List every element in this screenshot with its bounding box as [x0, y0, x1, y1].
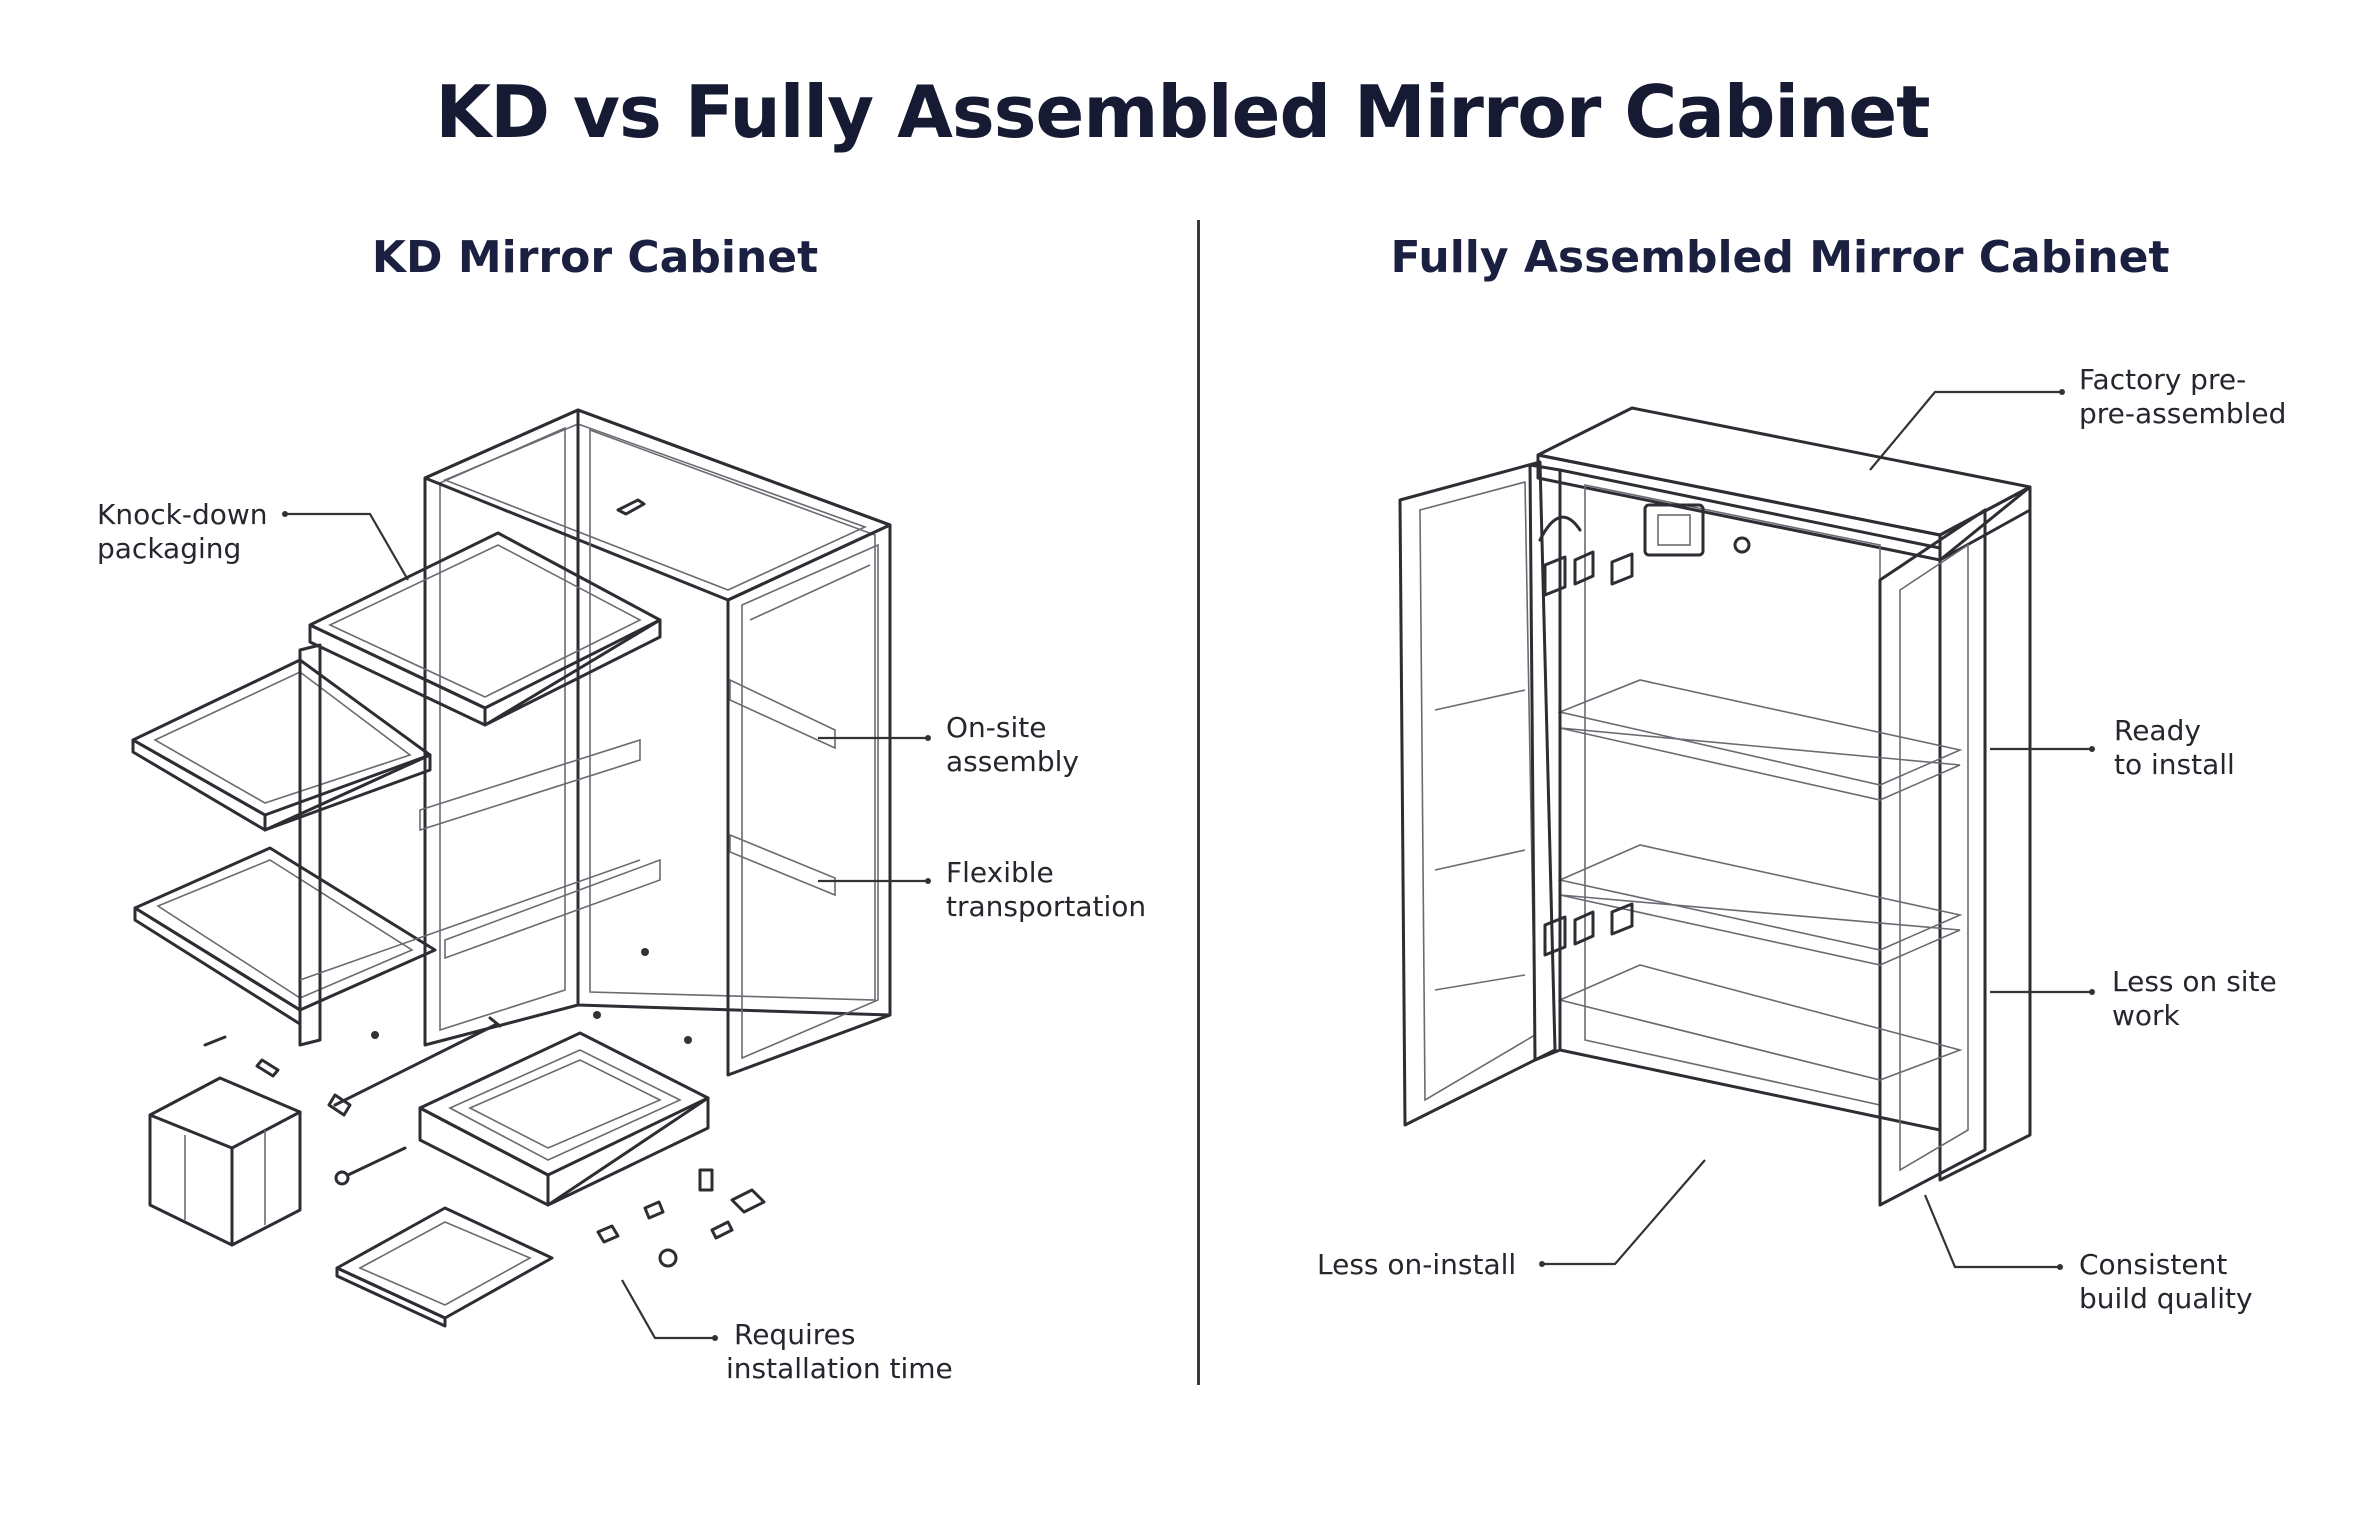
- callout-less-onsite-work: Less on site work: [2112, 965, 2277, 1033]
- callout-flexible-transportation: Flexible transportation: [946, 856, 1146, 924]
- callout-line: Less on-install: [1317, 1248, 1517, 1281]
- callout-line: Consistent: [2079, 1248, 2228, 1281]
- page-title: KD vs Fully Assembled Mirror Cabinet: [435, 70, 1930, 154]
- callout-line: installation time: [726, 1352, 953, 1385]
- callout-line: Knock-down: [97, 498, 268, 531]
- callout-line: build quality: [2079, 1282, 2253, 1315]
- kd-cabinet-heading: KD Mirror Cabinet: [371, 232, 819, 283]
- callout-onsite-assembly: On-site assembly: [946, 711, 1079, 779]
- kd-leader-lines: [282, 511, 931, 1341]
- callout-line: transportation: [946, 890, 1147, 923]
- callout-line: pre-assembled: [2079, 397, 2287, 430]
- callout-knock-down-packaging: Knock-down packaging: [97, 498, 268, 566]
- assembled-leader-lines: [1539, 389, 2095, 1270]
- callout-ready-to-install: Ready to install: [2114, 714, 2235, 782]
- callout-line: Requires: [734, 1318, 856, 1351]
- callout-line: work: [2112, 999, 2180, 1032]
- callout-line: to install: [2114, 748, 2235, 781]
- callout-line: On-site: [946, 711, 1047, 744]
- callout-line: Less on site: [2112, 965, 2277, 998]
- assembled-cabinet-heading: Fully Assembled Mirror Cabinet: [1390, 232, 2170, 283]
- callout-line: Ready: [2114, 714, 2201, 747]
- callout-factory-preassembled: Factory pre- pre-assembled: [2079, 363, 2286, 431]
- center-divider: [1197, 220, 1200, 1385]
- callout-line: packaging: [97, 532, 242, 565]
- assembled-cabinet-drawing: [1398, 406, 2032, 1207]
- callout-line: assembly: [946, 745, 1079, 778]
- callout-requires-installation-time: Requires installation time: [726, 1318, 953, 1386]
- callout-less-on-install: Less on-install: [1317, 1248, 1516, 1282]
- callout-line: Flexible: [946, 856, 1054, 889]
- callout-line: Factory pre-: [2079, 363, 2247, 396]
- callout-consistent-build-quality: Consistent build quality: [2079, 1248, 2253, 1316]
- kd-exploded-cabinet-drawing: [131, 408, 892, 1328]
